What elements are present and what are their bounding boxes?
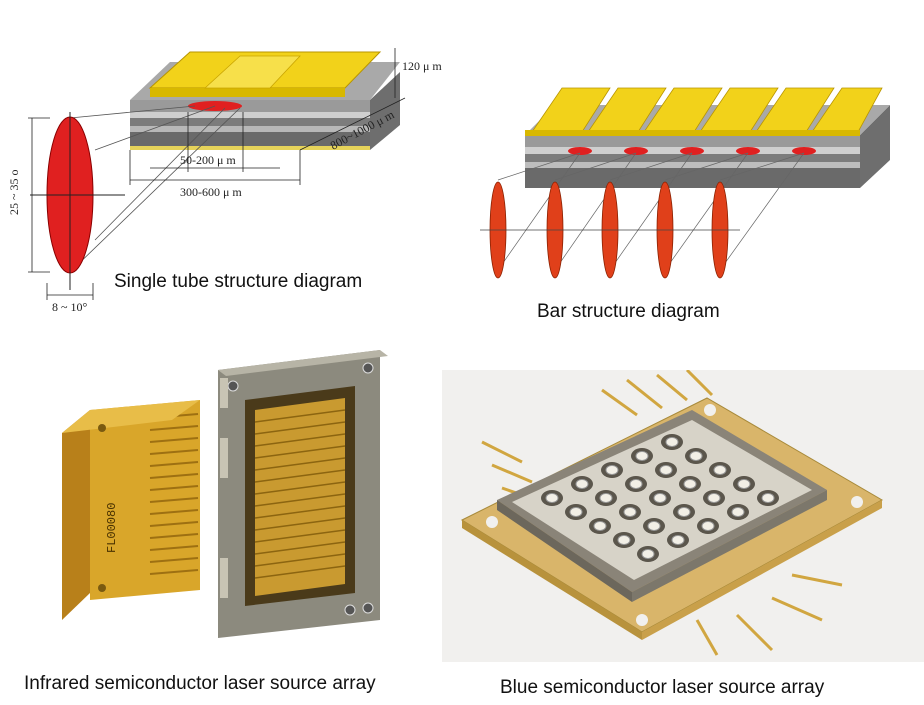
beam-line — [69, 107, 241, 273]
emitter-lens-center — [737, 479, 751, 489]
screw — [227, 380, 239, 392]
emitter-lens-center — [575, 479, 589, 489]
ir-module-top — [62, 400, 200, 433]
chip-width-label: 300-600 μ m — [180, 185, 242, 199]
single-tube-diagram: 25 ~ 35 o 8 ~ 10° 120 μ m 800~1000 μ m 5… — [0, 0, 460, 330]
vertical-divergence-label: 25 ~ 35 o — [7, 170, 21, 216]
beam-line — [94, 105, 216, 151]
horizontal-divergence-label: 8 ~ 10° — [52, 300, 87, 314]
chip-layer — [130, 126, 370, 132]
emitter-lens-center — [647, 521, 661, 531]
mount-hole — [851, 496, 863, 508]
infrared-svg: FL00080 — [62, 350, 388, 638]
pins — [481, 370, 843, 656]
emitter-lens-center — [545, 493, 559, 503]
steel-housing-top — [218, 350, 388, 376]
mount-hole — [704, 404, 716, 416]
gold-contact-edge — [150, 88, 345, 97]
emitter-lens-center — [617, 535, 631, 545]
stripe-width-label: 50-200 μ m — [180, 153, 236, 167]
emitter-spot — [624, 147, 648, 155]
mount-hole — [486, 516, 498, 528]
emitter-lens-center — [677, 507, 691, 517]
bar-diagram — [470, 60, 924, 300]
screw-hole — [98, 424, 106, 432]
emitter-lens-center — [593, 521, 607, 531]
screw-hole — [98, 584, 106, 592]
emitter-grid — [541, 434, 779, 562]
bar-caption: Bar structure diagram — [537, 301, 720, 322]
infrared-caption: Infrared semiconductor laser source arra… — [24, 673, 376, 694]
dim-line — [299, 97, 406, 151]
chip-layer — [130, 118, 370, 126]
emitter-lens-center — [713, 465, 727, 475]
emitter-spot — [568, 147, 592, 155]
ir-module-label: FL00080 — [105, 503, 119, 553]
connector — [220, 558, 228, 598]
gold-stack — [255, 398, 345, 596]
connector — [220, 378, 228, 408]
emitter-lens-center — [599, 493, 613, 503]
mount-hole — [636, 614, 648, 626]
emitter-lens-center — [683, 479, 697, 489]
bar-layer — [525, 135, 860, 147]
screw — [344, 604, 356, 616]
infrared-array-photo: FL00080 — [50, 338, 400, 638]
single-tube-caption: Single tube structure diagram — [114, 271, 363, 292]
gold-stack-bars — [254, 409, 346, 579]
connector — [220, 438, 228, 478]
emitter-lens-center — [707, 493, 721, 503]
bar-side-face — [860, 105, 890, 188]
bar-emitters — [568, 147, 816, 155]
emitter-lens-center — [731, 507, 745, 517]
emitter-lens-center — [665, 437, 679, 447]
screw — [362, 602, 374, 614]
emitter-lens-center — [689, 451, 703, 461]
emitter-lens-center — [569, 507, 583, 517]
ir-module-side — [62, 410, 90, 620]
chip-layer — [130, 146, 370, 150]
emitter-spot — [792, 147, 816, 155]
chip-layer — [130, 112, 370, 118]
gold-flange-edge — [642, 500, 882, 640]
single-tube-svg: 25 ~ 35 o 8 ~ 10° 120 μ m 800~1000 μ m 5… — [7, 48, 442, 314]
emitter-lens-center — [641, 549, 655, 559]
bar-beam-lines — [497, 152, 805, 271]
emitter-lens-center — [635, 451, 649, 461]
gold-edge — [525, 130, 860, 136]
gold-strips — [525, 87, 883, 136]
chip-side-face — [370, 72, 400, 150]
gold-flange-edge — [462, 520, 642, 640]
ceramic-frame-edge — [497, 500, 632, 602]
blue-array-photo — [442, 370, 924, 662]
emitter-lens-center — [623, 507, 637, 517]
emitter-lens-center — [605, 465, 619, 475]
bar-layer — [525, 154, 860, 162]
ceramic-frame-edge — [632, 490, 827, 602]
blue-caption: Blue semiconductor laser source array — [500, 677, 825, 698]
screw — [362, 362, 374, 374]
bar-svg — [480, 87, 890, 279]
emitter-lens-center — [761, 493, 775, 503]
ir-module-front — [90, 400, 200, 600]
bar-beams — [480, 181, 740, 279]
emitter-spot — [680, 147, 704, 155]
emitter-lens-center — [629, 479, 643, 489]
ridge-stripe — [203, 55, 301, 89]
emitter-spot — [736, 147, 760, 155]
emitter-lens-center — [671, 535, 685, 545]
chip-layer — [130, 100, 370, 112]
blue-svg — [460, 370, 884, 656]
beam-line — [69, 105, 196, 119]
chip-layer — [130, 132, 370, 146]
emitter-lens-center — [653, 493, 667, 503]
beam-line — [94, 107, 226, 241]
emitter-lens-center — [659, 465, 673, 475]
emitter-lens-center — [701, 521, 715, 531]
bar-layer — [525, 162, 860, 168]
height-label: 120 μ m — [402, 59, 442, 73]
